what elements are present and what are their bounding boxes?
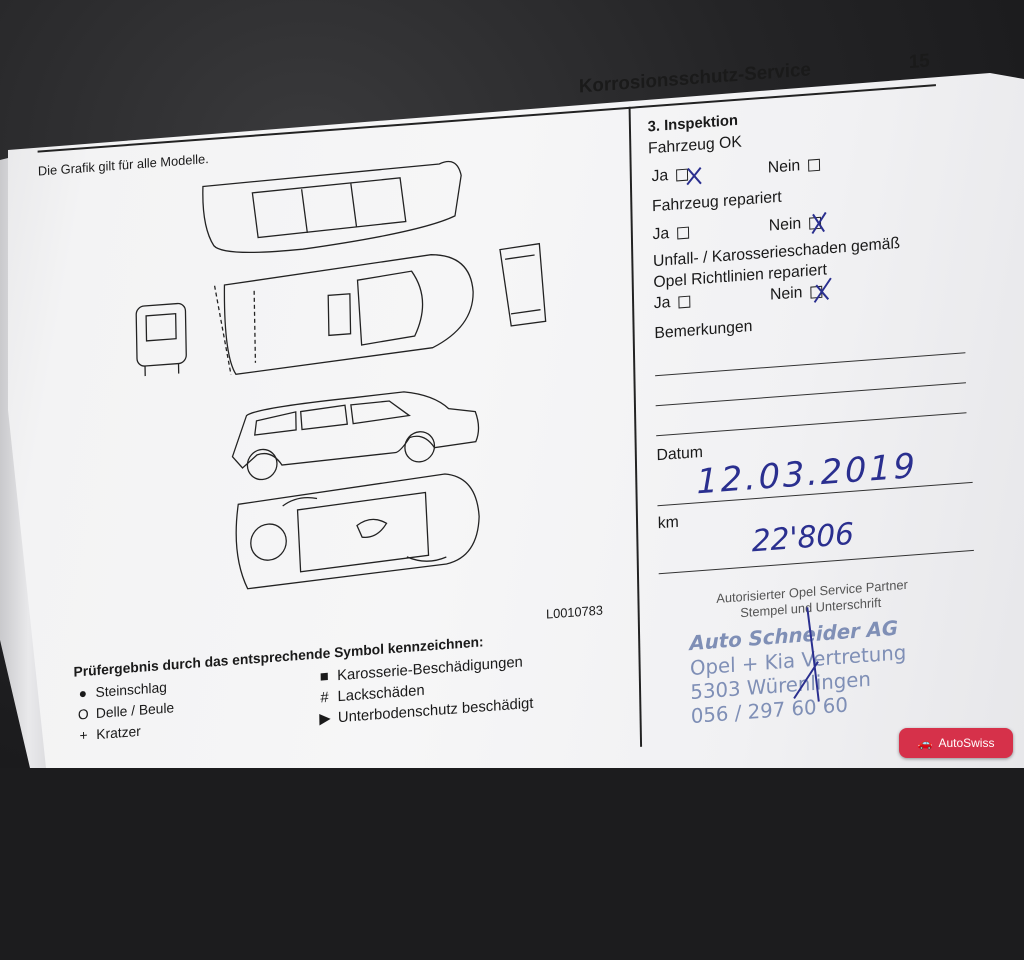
karosserie-symbol: ■ (319, 667, 329, 686)
no-label: Nein (767, 157, 801, 177)
check-marks (686, 167, 832, 702)
legend-right-list: ■ Karosserie-Beschädigungen # Lackschäde… (315, 651, 533, 730)
car-underbody-view (235, 473, 480, 590)
car-rear-view (499, 242, 547, 327)
yes-label: Ja (651, 167, 669, 186)
figure-code: L0010783 (545, 602, 604, 622)
page-number: 15 (908, 50, 930, 74)
q2-no-cross-icon (811, 211, 827, 234)
remarks-line-1[interactable] (655, 352, 966, 377)
remarks-label: Bemerkungen (654, 318, 753, 343)
q2-label: Fahrzeug repariert (651, 188, 782, 216)
q3-yes-checkbox[interactable] (678, 295, 691, 309)
car-side-view (231, 391, 480, 481)
yes-label: Ja (652, 225, 670, 244)
car-diagram (135, 160, 547, 590)
handwritten-km: 22'806 (751, 516, 855, 560)
q1-yes-checkbox[interactable] (675, 168, 689, 182)
legend-label: Steinschlag (95, 678, 168, 701)
yes-label: Ja (653, 294, 671, 313)
car-top-view (213, 254, 474, 376)
q2-yes-option[interactable]: Ja (652, 224, 690, 245)
remarks-line-3[interactable] (656, 412, 967, 437)
q3-no-cross-icon (813, 277, 832, 303)
q1-label: Fahrzeug OK (647, 133, 742, 158)
watermark-label: AutoSwiss (938, 736, 995, 750)
q1-yes-cross-icon (686, 167, 702, 186)
car-front-view (135, 302, 187, 377)
remarks-line-2[interactable] (655, 382, 966, 407)
no-label: Nein (768, 215, 802, 235)
inspection-title: 3. Inspektion (647, 111, 739, 136)
autoswiss-watermark: 🚗 AutoSwiss (899, 728, 1013, 758)
legend-left-list: ● Steinschlag O Delle / Beule + Kratzer (74, 676, 175, 746)
q2-yes-checkbox[interactable] (677, 226, 690, 240)
delle-symbol: O (77, 705, 89, 723)
column-divider (628, 106, 642, 747)
signature-stroke-icon (793, 607, 820, 702)
car-icon: 🚗 (917, 736, 933, 750)
legend-label: Kratzer (96, 722, 141, 743)
q1-no-checkbox[interactable] (807, 158, 820, 172)
km-label: km (657, 513, 679, 533)
page-content: Korrosionsschutz-Service 15 Die Grafik g… (20, 51, 1024, 960)
car-roof-view (202, 160, 462, 254)
legend-label: Delle / Beule (95, 699, 175, 722)
q1-no-option[interactable]: Nein (768, 156, 820, 178)
no-label: Nein (769, 284, 803, 304)
q3-yes-option[interactable]: Ja (654, 293, 691, 314)
kratzer-symbol: + (79, 726, 88, 744)
unterboden-symbol: ▶ (319, 709, 331, 728)
q1-yes-option[interactable]: Ja (651, 166, 689, 187)
steinschlag-symbol: ● (78, 684, 88, 702)
handwritten-date: 12.03.2019 (696, 445, 919, 503)
lack-symbol: # (320, 688, 329, 707)
